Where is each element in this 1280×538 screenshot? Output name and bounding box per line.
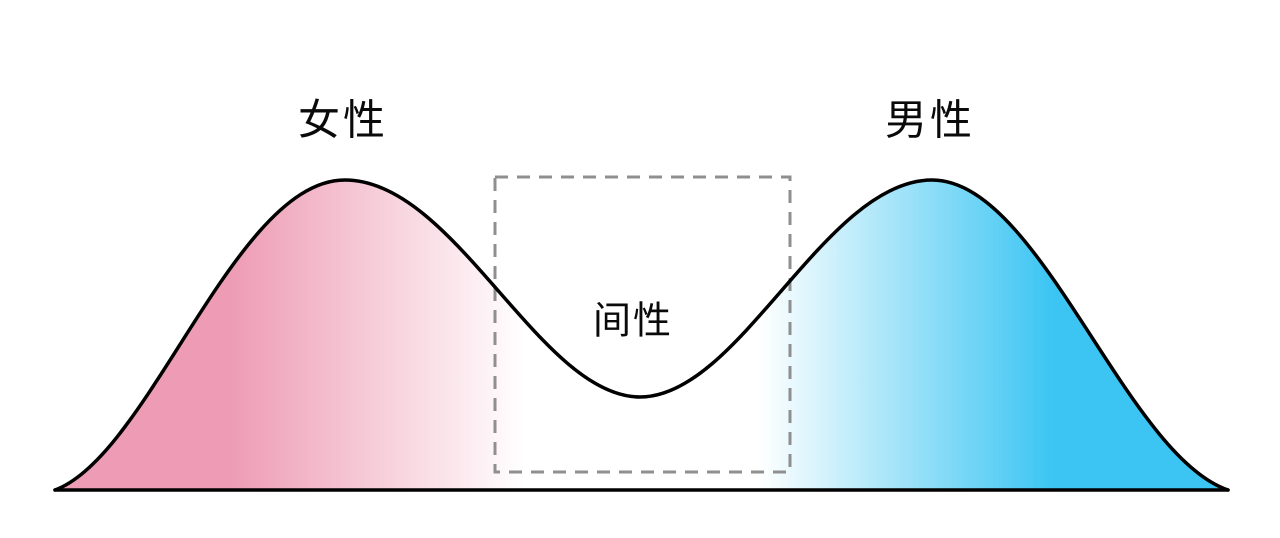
curve-fill xyxy=(55,180,1228,490)
distribution-curve xyxy=(53,178,1230,492)
intersex-dashed-box xyxy=(493,175,792,474)
label-female: 女性 xyxy=(297,95,389,145)
label-intersex: 间性 xyxy=(592,298,674,343)
label-male: 男性 xyxy=(884,95,976,145)
